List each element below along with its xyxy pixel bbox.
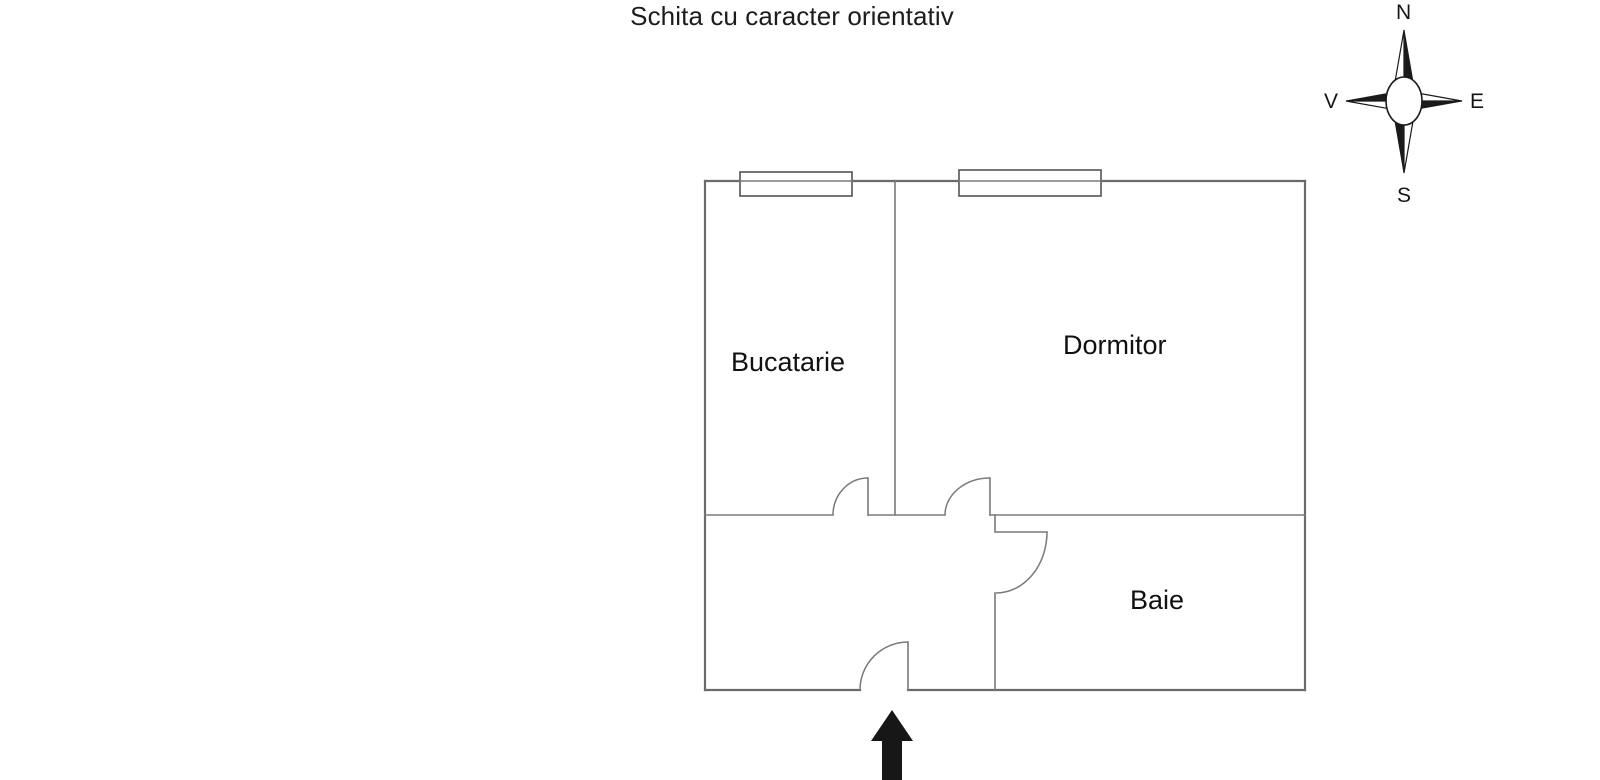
room-label-kitchen: Bucatarie xyxy=(731,347,846,377)
window-bedroom xyxy=(958,169,1102,197)
door-arc-bathroom xyxy=(995,531,1048,594)
compass-label-west: V xyxy=(1324,90,1339,113)
entrance-arrow-glyph xyxy=(871,710,913,780)
compass-label-north: N xyxy=(1396,1,1412,24)
compass-hub xyxy=(1385,76,1423,126)
door-swings xyxy=(832,477,1048,691)
wall-bathroom-jog xyxy=(994,514,1048,533)
door-arc-entrance xyxy=(859,641,909,691)
interior-walls xyxy=(704,180,1306,691)
door-arc-bedroom xyxy=(944,477,991,516)
compass-rose-graphic xyxy=(1345,29,1463,174)
exterior-walls xyxy=(703,179,1307,692)
entrance-arrow xyxy=(871,710,913,780)
page-title: Schita cu caracter orientativ xyxy=(630,1,954,31)
compass-label-east: E xyxy=(1470,90,1485,113)
windows xyxy=(739,169,1102,197)
room-label-bedroom: Dormitor xyxy=(1063,330,1167,360)
door-arc-kitchen xyxy=(832,477,869,516)
window-kitchen xyxy=(739,171,853,197)
room-label-bathroom: Baie xyxy=(1130,585,1185,615)
compass-label-south: S xyxy=(1397,184,1412,207)
